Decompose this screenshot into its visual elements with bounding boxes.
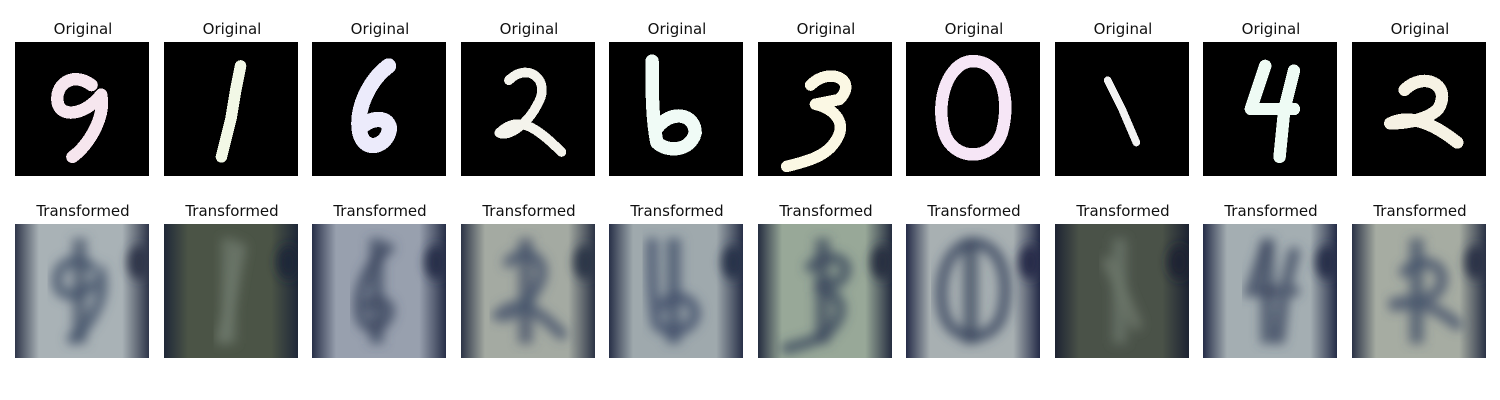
transformed-panel: Transformed — [15, 200, 151, 360]
digit-stroke — [780, 70, 852, 173]
panel-title: Original — [350, 20, 410, 38]
panel-title: Original — [53, 20, 113, 38]
original-digit-image — [1203, 42, 1337, 176]
original-panel: Original — [906, 18, 1042, 178]
panel-title: Transformed — [185, 202, 279, 220]
panel-title: Transformed — [1373, 202, 1467, 220]
panel-title: Transformed — [36, 202, 130, 220]
panel-title: Original — [1093, 20, 1153, 38]
panel-title: Transformed — [927, 202, 1021, 220]
original-digit-image — [15, 42, 149, 176]
transformed-panel: Transformed — [1203, 200, 1339, 360]
transformed-image — [758, 224, 892, 358]
panel-title: Transformed — [1076, 202, 1170, 220]
panel-title: Original — [499, 20, 559, 38]
original-row: Original Original Original Original Original… — [0, 18, 1500, 178]
transformed-image — [1055, 224, 1189, 358]
transformed-image — [164, 224, 298, 358]
original-panel: Original — [758, 18, 894, 178]
panel-title: Original — [1390, 20, 1450, 38]
transformed-image — [1352, 224, 1486, 358]
transformed-image — [461, 224, 595, 358]
original-digit-image — [906, 42, 1040, 176]
transformed-panel: Transformed — [461, 200, 597, 360]
transformed-row: Transformed Transformed Transformed Transfo… — [0, 200, 1500, 360]
transformed-panel: Transformed — [609, 200, 745, 360]
digit-stroke — [645, 54, 702, 156]
transformed-panel: Transformed — [164, 200, 300, 360]
original-panel: Original — [1203, 18, 1339, 178]
panel-title: Transformed — [333, 202, 427, 220]
panel-title: Transformed — [630, 202, 724, 220]
original-digit-image — [1352, 42, 1486, 176]
transformed-panel: Transformed — [1055, 200, 1191, 360]
original-digit-image — [758, 42, 892, 176]
original-digit-image — [1055, 42, 1189, 176]
panel-title: Transformed — [482, 202, 576, 220]
digit-stroke — [51, 73, 109, 164]
original-digit-image — [164, 42, 298, 176]
original-panel: Original — [312, 18, 448, 178]
digit-stroke — [1103, 76, 1141, 147]
original-digit-image — [609, 42, 743, 176]
transformed-image — [906, 224, 1040, 358]
original-panel: Original — [609, 18, 745, 178]
panel-title: Original — [944, 20, 1004, 38]
digit-stroke — [494, 67, 567, 157]
transformed-image — [609, 224, 743, 358]
panel-title: Transformed — [779, 202, 873, 220]
digit-stroke — [351, 58, 397, 154]
original-panel: Original — [461, 18, 597, 178]
transformed-image — [1203, 224, 1337, 358]
transformed-panel: Transformed — [1352, 200, 1488, 360]
original-panel: Original — [15, 18, 151, 178]
transformed-image — [15, 224, 149, 358]
digit-stroke — [1384, 74, 1464, 149]
panel-title: Transformed — [1224, 202, 1318, 220]
transformed-panel: Transformed — [312, 200, 448, 360]
transformed-image — [312, 224, 446, 358]
original-panel: Original — [1055, 18, 1191, 178]
panel-title: Original — [202, 20, 262, 38]
transformed-panel: Transformed — [906, 200, 1042, 360]
digit-stroke — [935, 54, 1012, 161]
original-digit-image — [461, 42, 595, 176]
transformed-panel: Transformed — [758, 200, 894, 360]
panel-title: Original — [647, 20, 707, 38]
digit-stroke — [215, 60, 247, 163]
panel-title: Original — [1241, 20, 1301, 38]
original-panel: Original — [164, 18, 300, 178]
panel-title: Original — [796, 20, 856, 38]
original-panel: Original — [1352, 18, 1488, 178]
original-digit-image — [312, 42, 446, 176]
digit-stroke — [1244, 59, 1301, 164]
